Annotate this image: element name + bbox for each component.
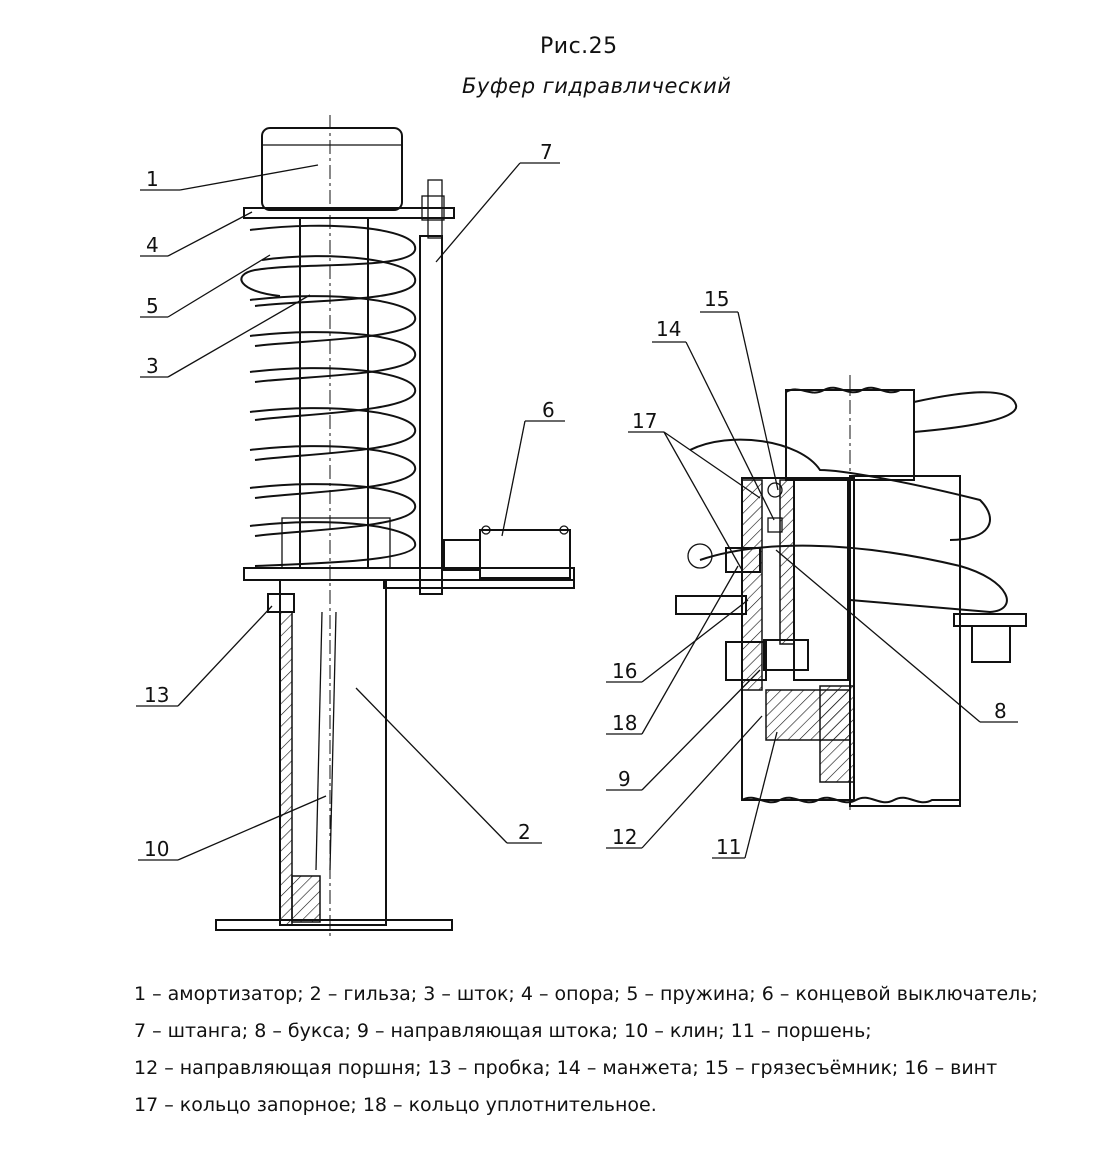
left-view <box>136 115 575 940</box>
callout-5: 5 <box>146 294 159 318</box>
callout-16: 16 <box>612 659 637 683</box>
callout-17: 17 <box>632 409 657 433</box>
callout-2: 2 <box>518 820 531 844</box>
rod <box>299 217 369 569</box>
plug <box>267 593 295 613</box>
callout-11: 11 <box>716 835 741 859</box>
figure-title: Рис.25 <box>540 34 618 59</box>
legend-line: 1 – амортизатор; 2 – гильза; 3 – шток; 4… <box>134 983 1038 1005</box>
right-view <box>606 311 1027 859</box>
legend-line: 12 – направляющая поршня; 13 – пробка; 1… <box>134 1057 998 1079</box>
callout-12: 12 <box>612 825 637 849</box>
spring <box>240 224 417 567</box>
callout-labels-right: 15 14 17 16 18 9 12 11 8 <box>612 287 1007 859</box>
legend-line: 17 – кольцо запорное; 18 – кольцо уплотн… <box>134 1094 657 1116</box>
callout-18: 18 <box>612 711 637 735</box>
base-plate <box>215 919 453 931</box>
callout-8: 8 <box>994 699 1007 723</box>
callout-4: 4 <box>146 233 159 257</box>
shock-absorber <box>261 127 403 211</box>
callout-10: 10 <box>144 837 169 861</box>
callout-9: 9 <box>618 767 631 791</box>
callout-1: 1 <box>146 167 159 191</box>
callout-7: 7 <box>540 140 553 164</box>
bar <box>419 235 443 595</box>
figure-subtitle: Буфер гидравлический <box>462 74 732 98</box>
callout-14: 14 <box>656 317 681 341</box>
callout-6: 6 <box>542 398 555 422</box>
callout-labels-left: 1 4 5 3 7 6 13 10 2 <box>144 140 555 861</box>
callout-15: 15 <box>704 287 729 311</box>
parts-legend: 1 – амортизатор; 2 – гильза; 3 – шток; 4… <box>134 976 1064 1124</box>
legend-line: 7 – штанга; 8 – букса; 9 – направляющая … <box>134 1020 872 1042</box>
callout-3: 3 <box>146 354 159 378</box>
limit-switch <box>443 525 571 579</box>
callout-13: 13 <box>144 683 169 707</box>
